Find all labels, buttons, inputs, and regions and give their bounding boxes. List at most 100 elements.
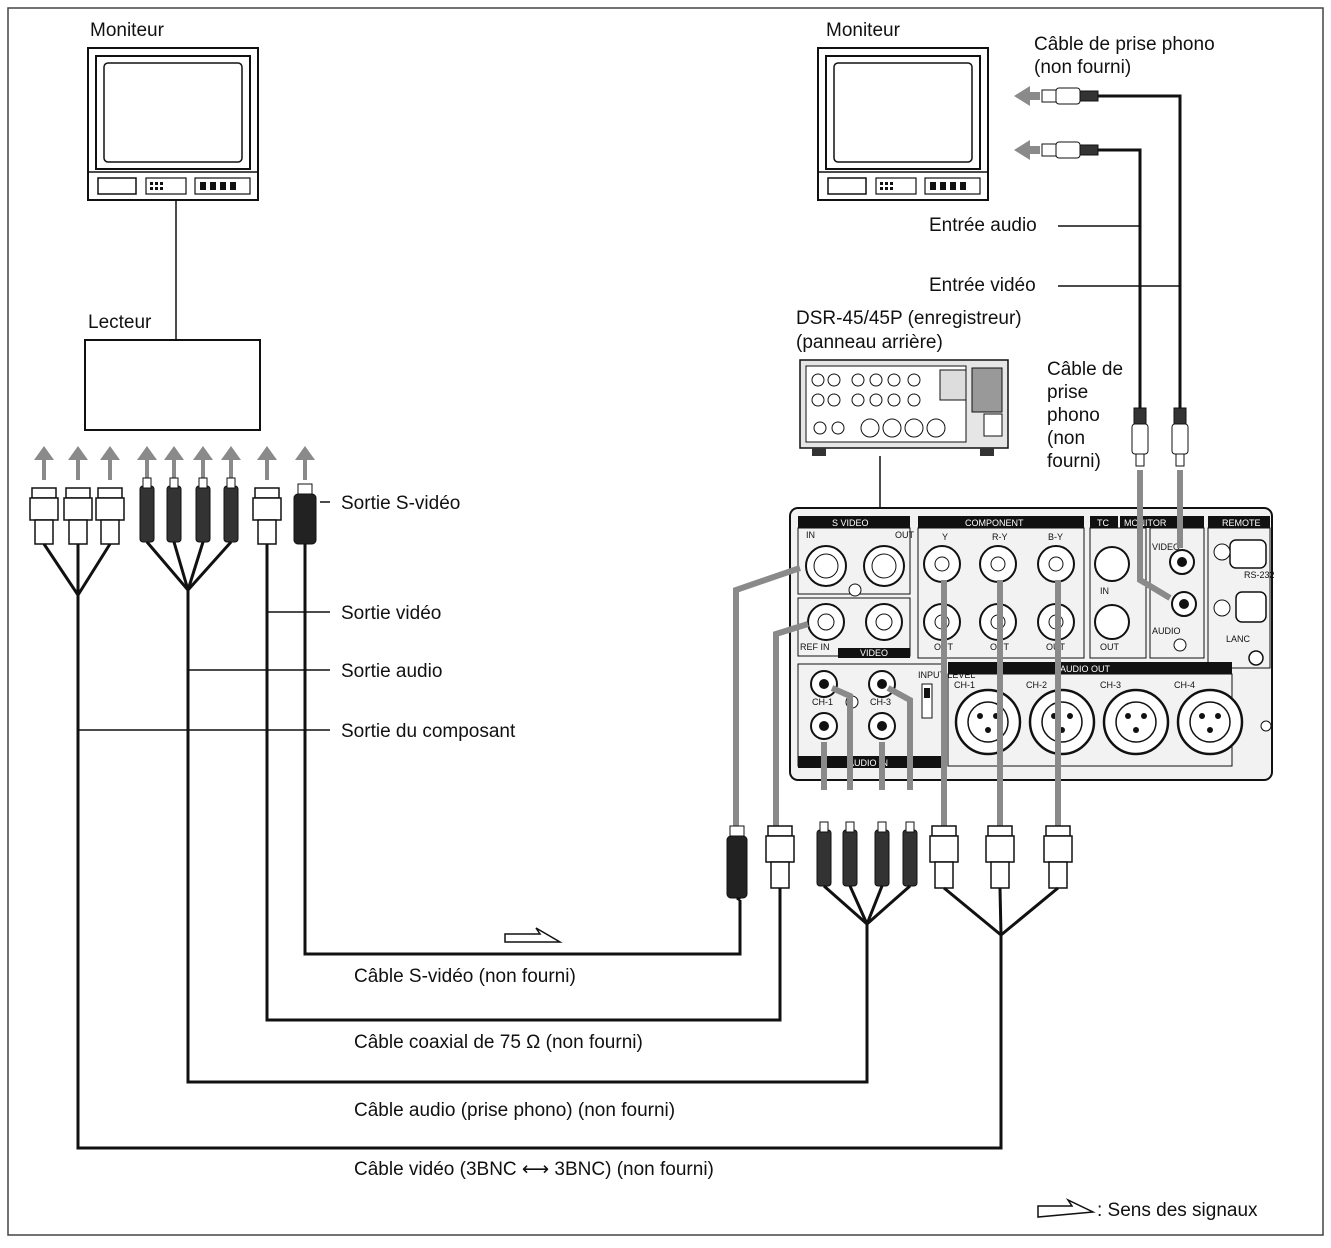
bnc-connector-icon [1043, 825, 1073, 889]
panel-tc-header: TC [1097, 518, 1109, 528]
phono-cable-mid-label-1: Câble de [1047, 359, 1123, 380]
bnc-connector-video-right [765, 825, 795, 889]
s-video-out-label: Sortie S-vidéo [341, 493, 460, 514]
s-video-in-jack-icon [805, 545, 847, 587]
phono-connector-icon [902, 821, 918, 887]
panel-r-y-label: R-Y [992, 532, 1008, 542]
panel-audio-in-header: AUDIO IN [848, 758, 888, 768]
bnc-connector-group-right [929, 825, 1073, 889]
bnc-connector-icon [985, 825, 1015, 889]
panel-video-header: VIDEO [860, 648, 888, 658]
phono-plug-vertical-icon [1131, 407, 1149, 467]
phono-cable-mid-label-4: (non [1047, 428, 1085, 449]
bnc-connector-icon [929, 825, 959, 889]
phono-connector-icon [139, 477, 155, 543]
bnc-connector-icon [63, 487, 93, 545]
audio-input-label: Entrée audio [929, 215, 1037, 236]
arrow-up-icon [193, 446, 213, 480]
video-out-jack-icon [865, 603, 903, 641]
monitor-left-label: Moniteur [90, 20, 165, 41]
panel-lanc-label: LANC [1226, 634, 1251, 644]
bnc-connector-icon [95, 487, 125, 545]
lanc-jack-icon [1248, 650, 1264, 666]
panel-audio-out-ch1-label: CH-1 [954, 680, 975, 690]
video-out-label: Sortie vidéo [341, 603, 441, 624]
panel-component-header: COMPONENT [965, 518, 1024, 528]
rs422-port-icon [1235, 591, 1267, 623]
arrow-up-icon [221, 446, 241, 480]
panel-s-video-out-label: OUT [895, 530, 915, 540]
panel-audio-out-header: AUDIO OUT [1060, 664, 1111, 674]
player-label: Lecteur [88, 312, 152, 333]
left-cable-fans [42, 540, 1003, 1150]
tc-in-jack-icon [1094, 546, 1130, 582]
cable-audio-label: Câble audio (prise phono) (non fourni) [354, 1100, 675, 1121]
phono-connector-icon [166, 477, 182, 543]
component-out-label: Sortie du composant [341, 721, 516, 742]
s-video-connector-left [293, 483, 317, 545]
cable-video-label: Câble vidéo (3BNC ⟷ 3BNC) (non fourni) [354, 1159, 714, 1180]
monitor-audio-jack-icon [1171, 591, 1197, 617]
recorder-label-1: DSR-45/45P (enregistreur) [796, 308, 1022, 329]
phono-connector-icon [842, 821, 858, 887]
recorder-label-2: (panneau arrière) [796, 332, 943, 353]
arrow-up-icon [295, 446, 315, 480]
right-cable-fans [736, 884, 1059, 937]
panel-remote-header: REMOTE [1222, 518, 1261, 528]
phono-cable-audio [1098, 94, 1182, 408]
player-output-arrows [34, 446, 315, 480]
phono-cable-mid-label-5: fourni) [1047, 451, 1101, 472]
legend-arrow-icon [1037, 1198, 1096, 1218]
cable-coax-label: Câble coaxial de 75 Ω (non fourni) [354, 1032, 643, 1053]
signal-direction-arrow-icon [504, 927, 563, 943]
audio-out-label: Sortie audio [341, 661, 442, 682]
phono-connector-group-right [816, 821, 918, 887]
s-video-out-jack-icon [863, 545, 905, 587]
phono-cable-mid-label-3: phono [1047, 405, 1100, 426]
arrow-left-icon [1014, 86, 1040, 106]
recorder-thumbnail: DSR-45/45P (enregistreur) (panneau arriè… [796, 308, 1022, 456]
phono-connector-icon [874, 821, 890, 887]
monitor-video-jack-icon [1169, 549, 1195, 575]
input-level-switch[interactable] [921, 683, 933, 719]
phono-connector-icon [223, 477, 239, 543]
phono-cable-top-label-2: (non fourni) [1034, 57, 1131, 78]
panel-monitor-header: MONITOR [1124, 518, 1167, 528]
phono-connector-icon [195, 477, 211, 543]
video-input-label: Entrée vidéo [929, 275, 1036, 296]
bnc-connector-video-left [252, 487, 282, 545]
rear-panel: S VIDEO COMPONENT TC MONITOR REMOTE IN O… [789, 507, 1275, 781]
monitor-right-label: Moniteur [826, 20, 901, 41]
arrow-up-icon [100, 446, 120, 480]
panel-monitor-audio-label: AUDIO [1152, 626, 1181, 636]
panel-tc-out-label: OUT [1100, 642, 1120, 652]
rs232-port-icon [1229, 539, 1267, 569]
phono-connector-icon [816, 821, 832, 887]
panel-audio-in-ch3-label: CH-3 [870, 697, 891, 707]
panel-s-video-header: S VIDEO [832, 518, 869, 528]
arrow-up-icon [137, 446, 157, 480]
arrow-up-icon [257, 446, 277, 480]
panel-audio-out-ch4-label: CH-4 [1174, 680, 1195, 690]
arrow-left-icon [1014, 140, 1040, 160]
phono-plug-monitor-video [1041, 141, 1099, 159]
arrow-up-icon [164, 446, 184, 480]
phono-cable-top-label-1: Câble de prise phono [1034, 34, 1215, 55]
panel-s-video-in-label: IN [806, 530, 815, 540]
monitor-left: Moniteur [87, 20, 259, 201]
diagram-frame [7, 7, 1324, 1236]
arrow-up-icon [34, 446, 54, 480]
panel-rs232-label: RS-232 [1244, 570, 1275, 580]
panel-tc-in-label: IN [1100, 586, 1109, 596]
panel-monitor-video-label: VIDEO [1152, 542, 1180, 552]
panel-ref-in-label: REF IN [800, 642, 830, 652]
monitor-right: Moniteur [817, 20, 989, 201]
panel-audio-out-ch3-label: CH-3 [1100, 680, 1121, 690]
panel-audio-in-ch1-label: CH-1 [812, 697, 833, 707]
legend-label: : Sens des signaux [1097, 1200, 1258, 1221]
player: Lecteur [84, 312, 261, 431]
phono-cable-mid-label-2: prise [1047, 382, 1088, 403]
arrow-up-icon [68, 446, 88, 480]
panel-b-y-label: B-Y [1048, 532, 1063, 542]
